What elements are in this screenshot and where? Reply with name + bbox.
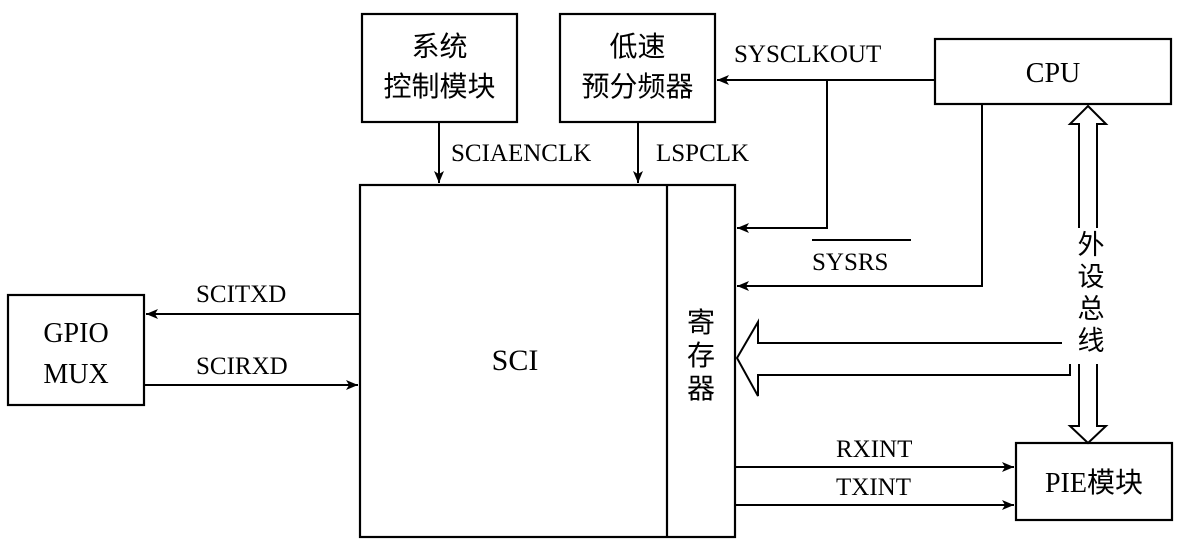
gpio-mux-block: GPIO MUX <box>6 293 146 407</box>
cpu-block: CPU <box>933 37 1173 106</box>
registers-block: 寄 存 器 <box>665 185 715 537</box>
txint-label: TXINT <box>836 474 911 501</box>
scitxd-label: SCITXD <box>196 281 286 308</box>
txint-connection: TXINT <box>735 474 1014 510</box>
peripheral-bus-label-char2: 设 <box>1078 262 1105 293</box>
pie-module-label: PIE模块 <box>1045 467 1143 499</box>
low-speed-prescaler-label-line2: 预分频器 <box>581 70 693 103</box>
rxint-label: RXINT <box>836 436 912 463</box>
sci-label: SCI <box>492 344 539 377</box>
cpu-label: CPU <box>1026 58 1080 89</box>
sciaenclk-connection: SCIAENCLK <box>434 122 591 183</box>
peripheral-bus-label-char1: 外 <box>1078 230 1105 261</box>
peripheral-bus: 外 设 总 线 <box>735 104 1114 445</box>
lspclk-connection: LSPCLK <box>633 122 749 183</box>
system-control-module-label-line2: 控制模块 <box>383 70 495 103</box>
system-control-module-label-line1: 系统 <box>411 30 467 63</box>
registers-label-char2: 存 <box>687 339 715 372</box>
peripheral-bus-label-char4: 线 <box>1078 326 1105 357</box>
sci-block: SCI <box>358 183 737 539</box>
scirxd-label: SCIRXD <box>196 353 288 380</box>
sciaenclk-label: SCIAENCLK <box>451 140 591 167</box>
gpio-mux-label-line1: GPIO <box>43 318 108 349</box>
low-speed-prescaler-block: 低速 预分频器 <box>558 12 717 124</box>
sysclkout-connection: SYSCLKOUT <box>717 41 935 233</box>
peripheral-bus-label-char3: 总 <box>1078 294 1105 325</box>
gpio-mux-label-line2: MUX <box>43 359 108 390</box>
rxint-connection: RXINT <box>735 436 1014 472</box>
pie-module-block: PIE模块 <box>1014 441 1174 522</box>
sysrs-connection: SYSRS <box>737 104 983 291</box>
registers-label-char3: 器 <box>687 372 715 405</box>
low-speed-prescaler-label-line1: 低速 <box>609 30 665 63</box>
scirxd-connection: SCIRXD <box>144 353 358 390</box>
scitxd-connection: SCITXD <box>146 281 360 319</box>
lspclk-label: LSPCLK <box>656 140 749 167</box>
sysrs-label: SYSRS <box>812 249 888 276</box>
registers-label-char1: 寄 <box>687 306 715 339</box>
sysclkout-label: SYSCLKOUT <box>734 41 881 68</box>
system-control-module-block: 系统 控制模块 <box>360 12 519 124</box>
